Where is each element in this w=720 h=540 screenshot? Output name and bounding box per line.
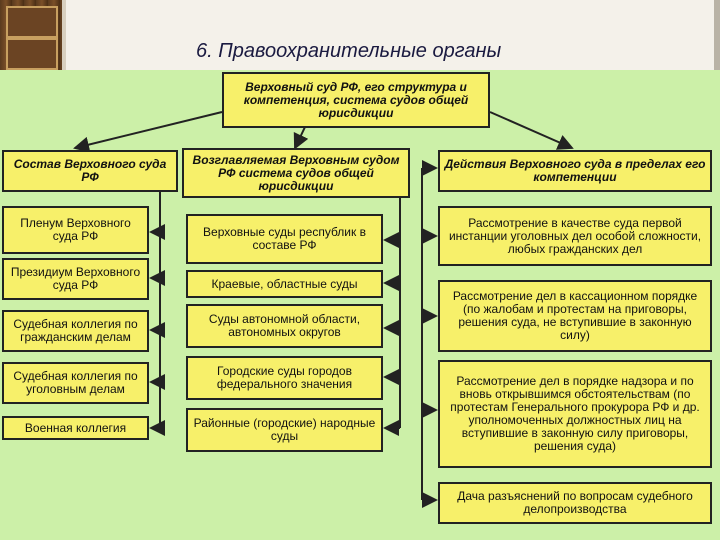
left-item-box: Военная коллегия bbox=[2, 416, 149, 440]
right-head-box: Действия Верховного суда в пределах его … bbox=[438, 150, 712, 192]
right-item-box: Рассмотрение дел в кассационном порядке … bbox=[438, 280, 712, 352]
right-item-box: Рассмотрение дел в порядке надзора и по … bbox=[438, 360, 712, 468]
center-head-box: Возглавляемая Верховным судом РФ система… bbox=[182, 148, 410, 198]
center-item-box: Суды автономной области, автономных окру… bbox=[186, 304, 383, 348]
left-item-box: Президиум Верховного суда РФ bbox=[2, 258, 149, 300]
center-item-box: Краевые, областные суды bbox=[186, 270, 383, 298]
left-item-box: Судебная коллегия по гражданским делам bbox=[2, 310, 149, 352]
left-item-box: Пленум Верховного суда РФ bbox=[2, 206, 149, 254]
decorative-tile bbox=[6, 38, 58, 70]
root-box: Верховный суд РФ, его структура и компет… bbox=[222, 72, 490, 128]
right-item-box: Дача разъяснений по вопросам судебного д… bbox=[438, 482, 712, 524]
center-item-box: Районные (городские) народные суды bbox=[186, 408, 383, 452]
scroll-edge bbox=[714, 0, 720, 70]
left-head-box: Состав Верховного суда РФ bbox=[2, 150, 178, 192]
decorative-tile bbox=[6, 6, 58, 38]
center-item-box: Верховные суды республик в составе РФ bbox=[186, 214, 383, 264]
right-item-box: Рассмотрение в качестве суда первой инст… bbox=[438, 206, 712, 266]
slide-title: 6. Правоохранительные органы bbox=[196, 40, 502, 62]
left-item-box: Судебная коллегия по уголовным делам bbox=[2, 362, 149, 404]
decorative-frame bbox=[0, 0, 62, 70]
slide-header: 6. Правоохранительные органы bbox=[62, 0, 720, 70]
center-item-box: Городские суды городов федерального знач… bbox=[186, 356, 383, 400]
